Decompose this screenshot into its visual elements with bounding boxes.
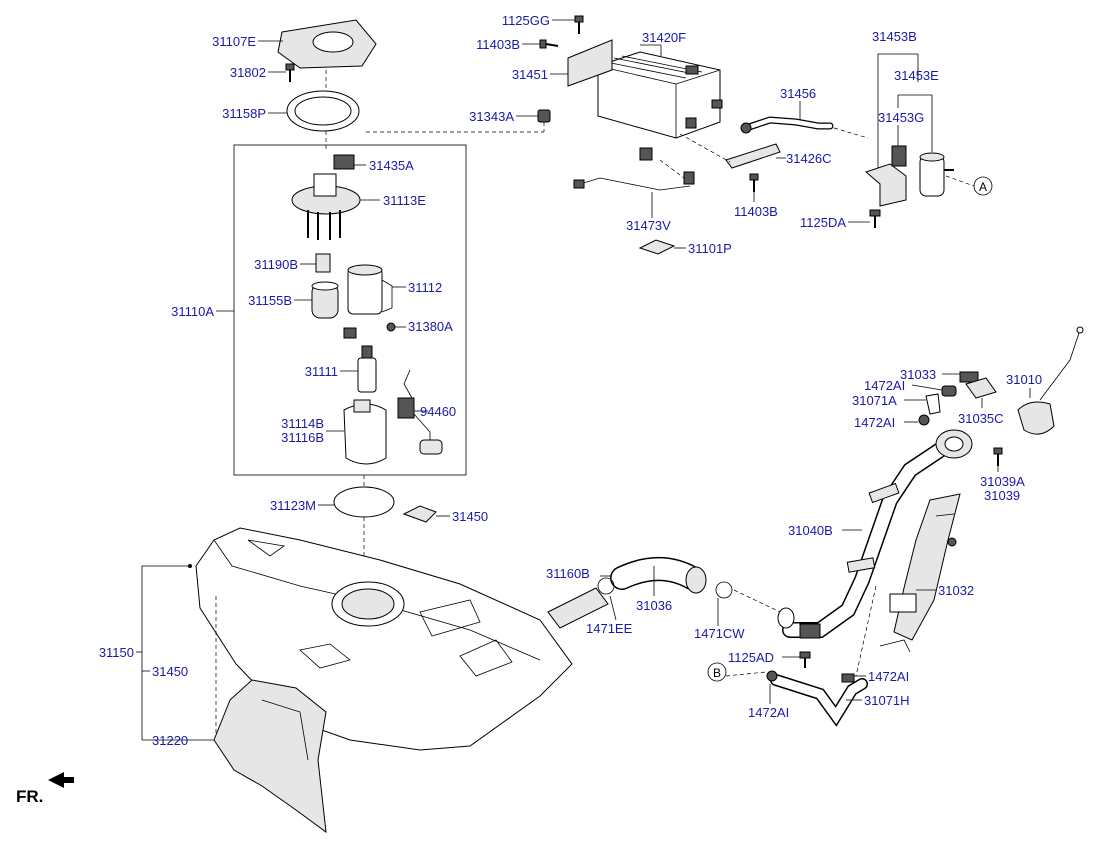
part-label-31039a: 31039A	[980, 474, 1025, 489]
filler-shield-part	[879, 493, 961, 653]
fuel-filter-part	[311, 281, 339, 319]
vapor-tube-part	[573, 171, 695, 191]
vapor-hose-part	[537, 109, 653, 161]
part-label-31160b: 31160B	[546, 566, 590, 581]
bracket-part	[402, 505, 437, 523]
callout-b-marker	[707, 662, 727, 682]
vent-hose-part	[766, 670, 868, 727]
bolt-part	[574, 15, 584, 34]
part-label-31435a: 31435A	[369, 158, 414, 173]
pump-assembly-box	[233, 144, 467, 476]
part-label-31112: 31112	[408, 280, 442, 295]
part-label-1472ai-mid: 1472AI	[854, 415, 895, 430]
part-label-1471cw: 1471CW	[694, 626, 745, 641]
canister-part	[597, 51, 723, 139]
part-label-31123m: 31123M	[270, 498, 316, 513]
part-label-31036: 31036	[636, 598, 672, 613]
callout-a-label: A	[979, 180, 987, 194]
valve-bracket-part	[865, 145, 954, 207]
canister-bracket-part	[567, 39, 613, 87]
fuel-pump-part	[357, 345, 377, 393]
part-label-31116b: 31116B	[281, 430, 324, 445]
part-label-31450-tank: 31450	[152, 664, 188, 679]
connector-part	[333, 154, 355, 170]
fuel-cap-part	[1017, 326, 1084, 435]
fuel-sender-part	[397, 369, 443, 455]
bolt-part	[749, 173, 759, 192]
front-direction-indicator	[48, 772, 74, 788]
front-direction-label: FR.	[16, 787, 43, 806]
part-label-31155b: 31155B	[248, 293, 292, 308]
part-label-1471ee: 1471EE	[586, 621, 633, 636]
part-label-1125gg: 1125GG	[502, 13, 550, 28]
part-label-31450-bracket: 31450	[452, 509, 488, 524]
vent-hose-part	[740, 116, 834, 134]
part-label-31010: 31010	[1006, 372, 1042, 387]
callout-a-marker	[973, 176, 993, 196]
part-label-31453b: 31453B	[872, 29, 917, 44]
part-label-31473v: 31473V	[626, 218, 671, 233]
regulator-part	[315, 253, 331, 273]
filter-housing-part	[347, 264, 393, 315]
pump-cover-part	[277, 19, 377, 69]
part-label-31033: 31033	[900, 367, 936, 382]
part-label-31343a: 31343A	[469, 109, 514, 124]
part-label-1125da: 1125DA	[800, 215, 846, 230]
bolt-part	[993, 447, 1003, 466]
heat-shield-part	[213, 679, 327, 834]
part-label-31035c: 31035C	[958, 411, 1004, 426]
part-label-31071a: 31071A	[852, 393, 897, 408]
wire-harness-part	[343, 322, 396, 339]
bracket-part	[725, 143, 781, 169]
part-label-31190b: 31190B	[254, 257, 298, 272]
bolt-part	[869, 209, 881, 228]
part-label-31039: 31039	[984, 488, 1020, 503]
part-label-31107e: 31107E	[212, 34, 256, 49]
part-label-31426c: 31426C	[786, 151, 832, 166]
hose-clamp-part	[597, 577, 733, 599]
part-label-31158p: 31158P	[222, 106, 266, 121]
bolt-part	[799, 651, 811, 668]
part-label-31150: 31150	[99, 645, 134, 660]
filler-pipe-part	[777, 429, 973, 639]
callout-b-label: B	[713, 666, 721, 680]
part-label-11403b-bottom: 11403B	[734, 204, 778, 219]
part-label-94460: 94460	[420, 404, 456, 419]
part-label-31111: 31111	[305, 364, 338, 379]
part-label-1472ai-top: 1472AI	[864, 378, 905, 393]
pump-reservoir-part	[343, 399, 387, 465]
part-label-31114b: 31114B	[281, 416, 324, 431]
clip-part	[918, 371, 997, 426]
part-label-1472ai-bottom: 1472AI	[748, 705, 789, 720]
part-label-31040b: 31040B	[788, 523, 833, 538]
part-label-11403b-top: 11403B	[476, 37, 520, 52]
part-label-1472ai-right: 1472AI	[868, 669, 909, 684]
seal-ring-part	[333, 486, 395, 518]
label-sticker-part	[638, 239, 676, 255]
pump-flange-part	[291, 173, 361, 240]
part-label-31101p: 31101P	[688, 241, 732, 256]
part-label-31451: 31451	[512, 67, 548, 82]
bolt-part	[285, 63, 295, 82]
part-label-31220: 31220	[152, 733, 188, 748]
filler-hose-part	[547, 557, 707, 629]
part-label-31453g: 31453G	[878, 110, 924, 125]
lock-ring-part	[286, 90, 360, 132]
part-label-31110a: 31110A	[171, 304, 214, 319]
part-label-31071h: 31071H	[864, 693, 910, 708]
part-label-31032: 31032	[938, 583, 974, 598]
part-label-31802: 31802	[230, 65, 266, 80]
part-label-1125ad: 1125AD	[728, 650, 774, 665]
part-label-31453e: 31453E	[894, 68, 939, 83]
part-label-31456: 31456	[780, 86, 816, 101]
part-label-31113e: 31113E	[383, 193, 426, 208]
part-label-31380a: 31380A	[408, 319, 453, 334]
part-label-31420f: 31420F	[642, 30, 686, 45]
bolt-part	[539, 39, 559, 49]
